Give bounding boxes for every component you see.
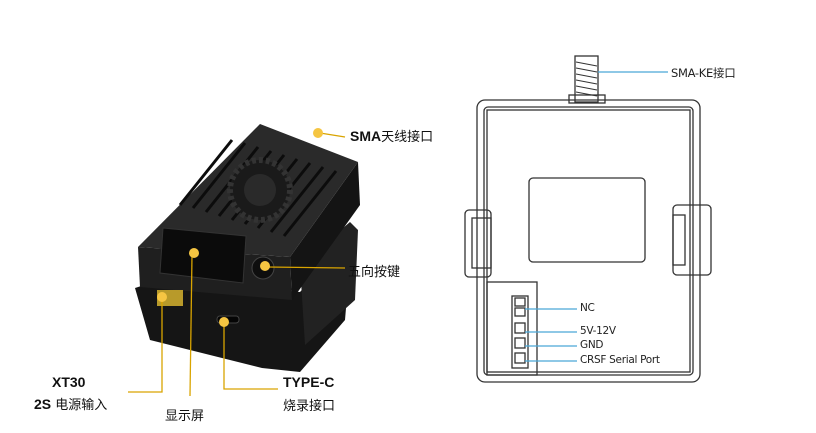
device-render <box>135 124 360 372</box>
label-sma-text: 天线接口 <box>381 130 434 145</box>
label-sma-antenna: SMA天线接口 <box>350 126 433 145</box>
label-sma-bold: SMA <box>350 128 382 144</box>
label-pin-gnd: GND <box>580 339 604 351</box>
label-xt30: XT30 <box>52 374 86 390</box>
label-pin-power: 5V-12V <box>580 325 616 337</box>
label-power-input: 2S 电源输入 <box>34 394 107 413</box>
label-pin-crsf: CRSF Serial Port <box>580 354 660 366</box>
label-display: 显示屏 <box>165 409 205 424</box>
label-type-c: TYPE-C <box>283 374 335 390</box>
right-callout-lines <box>525 71 668 362</box>
callout-dots <box>157 128 323 327</box>
label-2s: 2S <box>34 396 52 412</box>
label-five-way-button: 五向按键 <box>348 265 401 280</box>
label-flash-port: 烧录接口 <box>283 399 336 414</box>
label-pin-nc: NC <box>580 302 595 314</box>
module-outline-drawing <box>464 55 712 383</box>
label-sma-ke: SMA-KE接口 <box>671 66 736 80</box>
label-power-text: 电源输入 <box>51 398 108 413</box>
left-callout-lines <box>128 132 346 397</box>
